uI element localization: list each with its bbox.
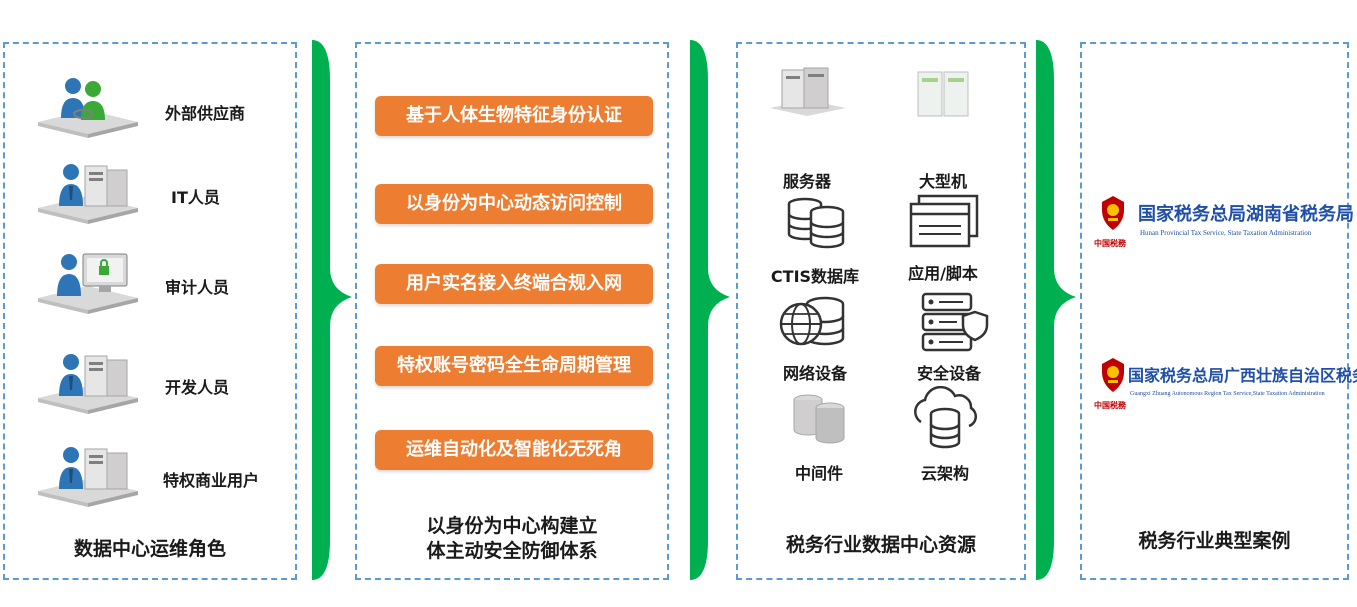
case-seal-text: 中国税務 [1094, 400, 1126, 410]
resource-middleware: 中间件 [764, 392, 874, 502]
case-subtitle: Hunan Provincial Tax Service, State Taxa… [1140, 229, 1312, 237]
security-panel: 基于人体生物特征身份认证 以身份为中心动态访问控制 用户实名接入终端合规入网 特… [355, 42, 669, 580]
security-shield-icon [921, 292, 989, 352]
roles-panel-title: 数据中心运维角色 [73, 538, 226, 560]
cloud-database-icon [914, 386, 978, 449]
resource-label: CTIS数据库 [770, 267, 860, 286]
tax-emblem-icon [1102, 196, 1124, 230]
mainframe-icon [917, 71, 969, 117]
resource-application-script: 应用/脚本 [888, 194, 998, 304]
resource-label: 云架构 [920, 464, 969, 483]
it-staff-icon [38, 164, 138, 224]
resource-server: 服务器 [752, 64, 862, 191]
resource-label: 应用/脚本 [908, 264, 978, 283]
role-label: 开发人员 [165, 378, 230, 397]
resource-mainframe: 大型机 [888, 64, 998, 191]
security-capability-ops-automation: 运维自动化及智能化无死角 [375, 430, 653, 470]
resource-label: 大型机 [918, 172, 967, 191]
green-flow-arrow-2 [690, 40, 730, 580]
role-label: 特权商业用户 [163, 471, 260, 490]
database-icon [787, 197, 845, 249]
resource-label: 中间件 [794, 464, 843, 483]
resource-network-device: 网络设备 [760, 292, 870, 402]
role-label: IT人员 [171, 188, 220, 207]
case-name: 国家税务总局广西壮族自治区税务局 [1128, 366, 1357, 385]
developer-icon [38, 354, 138, 414]
application-window-icon [909, 194, 979, 248]
case-hunan-tax-service: 中国税務 国家税务总局湖南省税务局 Hunan Provincial Tax S… [1092, 194, 1354, 254]
network-globe-icon [779, 296, 845, 346]
security-panel-title-line2: 体主动安全防御体系 [426, 540, 598, 562]
case-seal-text: 中国税務 [1094, 238, 1126, 248]
resource-label: 服务器 [782, 172, 831, 191]
security-capability-dynamic-access-control: 以身份为中心动态访问控制 [375, 184, 653, 224]
role-item-auditor: 审计人员 [33, 246, 273, 326]
case-guangxi-tax-service: 中国税務 国家税务总局广西壮族自治区税务局 Guangxi Zhuang Aut… [1092, 356, 1357, 416]
resource-security-device: 安全设备 [898, 290, 1008, 400]
security-capability-privileged-account-lifecycle: 特权账号密码全生命周期管理 [375, 346, 653, 386]
auditor-icon [38, 253, 138, 314]
case-name: 国家税务总局湖南省税务局 [1138, 204, 1354, 225]
security-capability-biometric-auth: 基于人体生物特征身份认证 [375, 96, 653, 136]
role-item-developer: 开发人员 [33, 346, 273, 426]
cases-panel: 中国税務 国家税务总局湖南省税务局 Hunan Provincial Tax S… [1080, 42, 1357, 580]
green-flow-arrow-3 [1036, 40, 1076, 580]
middleware-icon [793, 394, 845, 444]
security-capability-real-name-access: 用户实名接入终端合规入网 [375, 264, 653, 304]
green-flow-arrow-1 [312, 40, 352, 580]
case-subtitle: Guangxi Zhuang Autonomous Region Tax Ser… [1130, 391, 1325, 397]
resources-panel-title: 税务行业数据中心资源 [785, 534, 976, 556]
security-panel-title-line1: 以身份为中心构建立 [426, 515, 598, 537]
role-item-external-supplier: 外部供应商 [33, 72, 273, 152]
tax-emblem-icon [1102, 358, 1124, 392]
roles-panel: 外部供应商 IT人员 审计人员 [3, 42, 297, 580]
role-label: 审计人员 [165, 278, 230, 297]
privileged-business-user-icon [38, 447, 138, 507]
cases-panel-title: 税务行业典型案例 [1138, 530, 1291, 552]
external-supplier-icon [38, 78, 138, 138]
server-icon [770, 67, 846, 116]
resources-panel: 服务器 大型机 CTIS数据库 应用/脚本 [736, 42, 1026, 580]
resource-label: 网络设备 [782, 364, 847, 383]
resource-cloud-architecture: 云架构 [890, 386, 1000, 496]
resource-ctis-database: CTIS数据库 [760, 194, 870, 304]
role-label: 外部供应商 [165, 104, 246, 123]
role-item-privileged-business-user: 特权商业用户 [33, 439, 273, 519]
resource-label: 安全设备 [916, 364, 981, 383]
role-item-it-staff: IT人员 [33, 156, 273, 236]
